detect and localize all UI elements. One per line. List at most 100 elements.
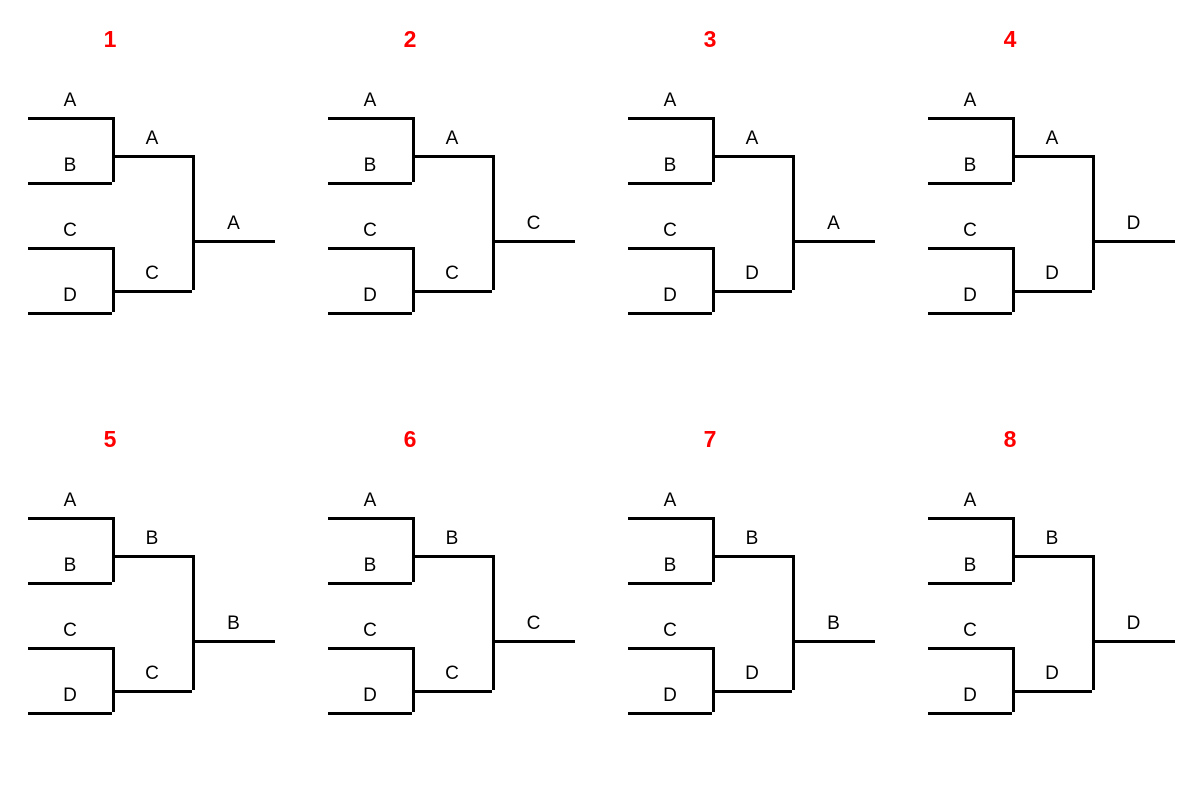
round1-label-1: A <box>63 490 77 511</box>
round1-label-1: A <box>963 490 977 511</box>
round2-line-2 <box>712 290 792 293</box>
final-label: B <box>227 613 240 634</box>
round1-line-1 <box>928 517 1012 520</box>
round2-label-1: A <box>1045 128 1059 149</box>
round1-label-4: D <box>963 685 977 706</box>
round2-label-1: A <box>145 128 159 149</box>
final-line <box>1092 240 1175 243</box>
round1-label-2: B <box>363 155 377 176</box>
round2-connector <box>1092 555 1095 690</box>
round1-line-2 <box>328 582 412 585</box>
round1-label-3: C <box>963 220 977 241</box>
round1-line-1 <box>28 517 112 520</box>
round2-label-2: C <box>145 263 159 284</box>
round2-line-1 <box>112 555 192 558</box>
round1-label-3: C <box>363 220 377 241</box>
round1-line-4 <box>628 712 712 715</box>
round1-line-1 <box>328 117 412 120</box>
round1-connector-top <box>1012 117 1015 182</box>
round2-line-2 <box>1012 690 1092 693</box>
round1-line-4 <box>328 312 412 315</box>
round2-line-2 <box>1012 290 1092 293</box>
round1-line-4 <box>928 312 1012 315</box>
round1-connector-bottom <box>112 247 115 312</box>
final-line <box>1092 640 1175 643</box>
round1-connector-top <box>112 117 115 182</box>
round2-line-2 <box>112 690 192 693</box>
round1-line-1 <box>628 117 712 120</box>
round1-label-1: A <box>363 490 377 511</box>
round1-connector-top <box>112 517 115 582</box>
round1-label-4: D <box>663 285 677 306</box>
final-line <box>492 240 575 243</box>
final-line <box>492 640 575 643</box>
round2-line-1 <box>712 555 792 558</box>
round2-label-2: D <box>745 663 759 684</box>
round1-label-4: D <box>963 285 977 306</box>
round2-label-2: D <box>1045 263 1059 284</box>
round1-connector-bottom <box>712 247 715 312</box>
round1-connector-top <box>712 117 715 182</box>
round1-line-3 <box>328 647 412 650</box>
final-label: B <box>827 613 840 634</box>
round2-line-2 <box>712 690 792 693</box>
round1-line-4 <box>928 712 1012 715</box>
round1-connector-top <box>412 517 415 582</box>
round1-label-2: B <box>963 155 977 176</box>
bracket-number-label: 3 <box>703 26 717 52</box>
bracket-number-label: 4 <box>1003 26 1017 52</box>
round2-label-1: B <box>445 528 459 549</box>
round1-label-1: A <box>63 90 77 111</box>
round1-line-4 <box>28 312 112 315</box>
round1-label-3: C <box>663 620 677 641</box>
round1-line-2 <box>28 582 112 585</box>
round1-line-1 <box>328 517 412 520</box>
round2-label-2: C <box>445 263 459 284</box>
round1-line-2 <box>628 582 712 585</box>
round1-label-2: B <box>663 555 677 576</box>
round2-line-2 <box>112 290 192 293</box>
round1-label-2: B <box>363 555 377 576</box>
round2-connector <box>192 555 195 690</box>
round1-label-4: D <box>363 285 377 306</box>
final-label: A <box>227 213 240 234</box>
bracket-number-label: 5 <box>103 426 117 452</box>
round1-label-4: D <box>63 685 77 706</box>
final-label: C <box>526 613 541 634</box>
round1-connector-bottom <box>412 247 415 312</box>
final-label: D <box>1126 213 1141 234</box>
bracket-number-label: 8 <box>1003 426 1017 452</box>
round1-label-4: D <box>63 285 77 306</box>
bracket-number-label: 6 <box>403 426 417 452</box>
round1-connector-top <box>712 517 715 582</box>
final-line <box>192 640 275 643</box>
final-line <box>192 240 275 243</box>
round1-line-1 <box>928 117 1012 120</box>
round1-line-2 <box>628 182 712 185</box>
round1-label-4: D <box>363 685 377 706</box>
round2-connector <box>492 155 495 290</box>
round1-label-2: B <box>63 555 77 576</box>
round1-line-3 <box>628 647 712 650</box>
round1-label-2: B <box>63 155 77 176</box>
round1-label-3: C <box>963 620 977 641</box>
round1-line-3 <box>928 247 1012 250</box>
round2-connector <box>792 155 795 290</box>
final-label: D <box>1126 613 1141 634</box>
final-label: C <box>526 213 541 234</box>
final-label: A <box>827 213 840 234</box>
round2-line-1 <box>412 155 492 158</box>
round2-connector <box>792 555 795 690</box>
round2-connector <box>1092 155 1095 290</box>
round2-label-2: D <box>1045 663 1059 684</box>
round2-connector <box>192 155 195 290</box>
round1-line-4 <box>328 712 412 715</box>
round2-line-1 <box>112 155 192 158</box>
round1-line-2 <box>328 182 412 185</box>
